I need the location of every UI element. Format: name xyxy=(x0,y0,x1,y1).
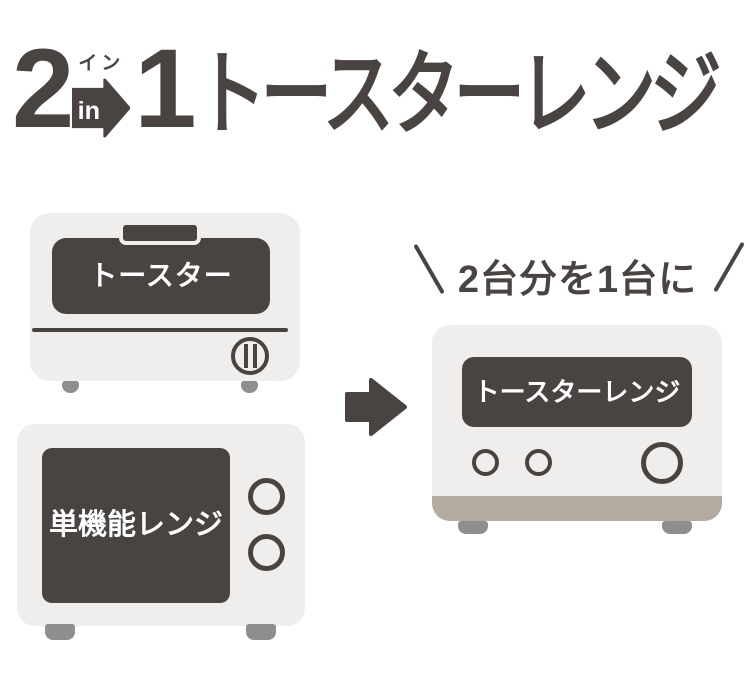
microwave-foot-left xyxy=(45,624,75,640)
toaster-range-illustration: トースターレンジ xyxy=(432,325,722,539)
title-in-arrow-group: イン in xyxy=(72,53,131,138)
range-knob-small-1-icon xyxy=(472,449,499,476)
toaster-range-foot-right xyxy=(662,521,692,534)
page-title: 2 イン in 1 トースターレンジ xyxy=(12,25,750,151)
merge-right-arrow-icon xyxy=(345,378,407,436)
in-right-arrow-icon: in xyxy=(72,78,131,138)
range-knob-small-2-icon xyxy=(525,449,552,476)
dial-bar xyxy=(243,344,248,368)
microwave-knob-top-icon xyxy=(248,478,285,515)
range-knob-large-icon xyxy=(641,442,683,484)
benefit-heading: 2台分を1台に xyxy=(457,259,698,301)
microwave-window: 単機能レンジ xyxy=(42,448,230,603)
dial-bar xyxy=(252,344,257,368)
toaster-divider-line xyxy=(32,328,288,332)
toaster-dial-icon xyxy=(231,337,269,375)
microwave-knob-bottom-icon xyxy=(248,534,285,571)
toaster-window: トースター xyxy=(52,238,270,314)
toaster-range-window: トースターレンジ xyxy=(462,357,692,427)
title-number-1: 1 xyxy=(134,25,196,151)
title-product-name: トースターレンジ xyxy=(194,43,722,146)
microwave-foot-right xyxy=(246,624,276,640)
toaster-handle xyxy=(119,221,201,245)
toaster-range-label: トースターレンジ xyxy=(473,377,681,407)
toaster-range-base-strip xyxy=(432,496,722,521)
toaster-illustration: トースター xyxy=(30,213,300,395)
toaster-label: トースター xyxy=(89,260,233,291)
toaster-range-foot-left xyxy=(458,521,488,534)
toaster-foot-left xyxy=(62,381,79,393)
title-in-label: in xyxy=(78,97,100,125)
microwave-illustration: 単機能レンジ xyxy=(17,424,305,642)
benefit-heading-group: 2台分を1台に xyxy=(405,238,750,301)
title-in-furigana: イン xyxy=(78,53,125,74)
toaster-foot-right xyxy=(241,381,258,393)
title-number-2: 2 xyxy=(12,25,74,151)
microwave-label: 単機能レンジ xyxy=(48,509,223,541)
